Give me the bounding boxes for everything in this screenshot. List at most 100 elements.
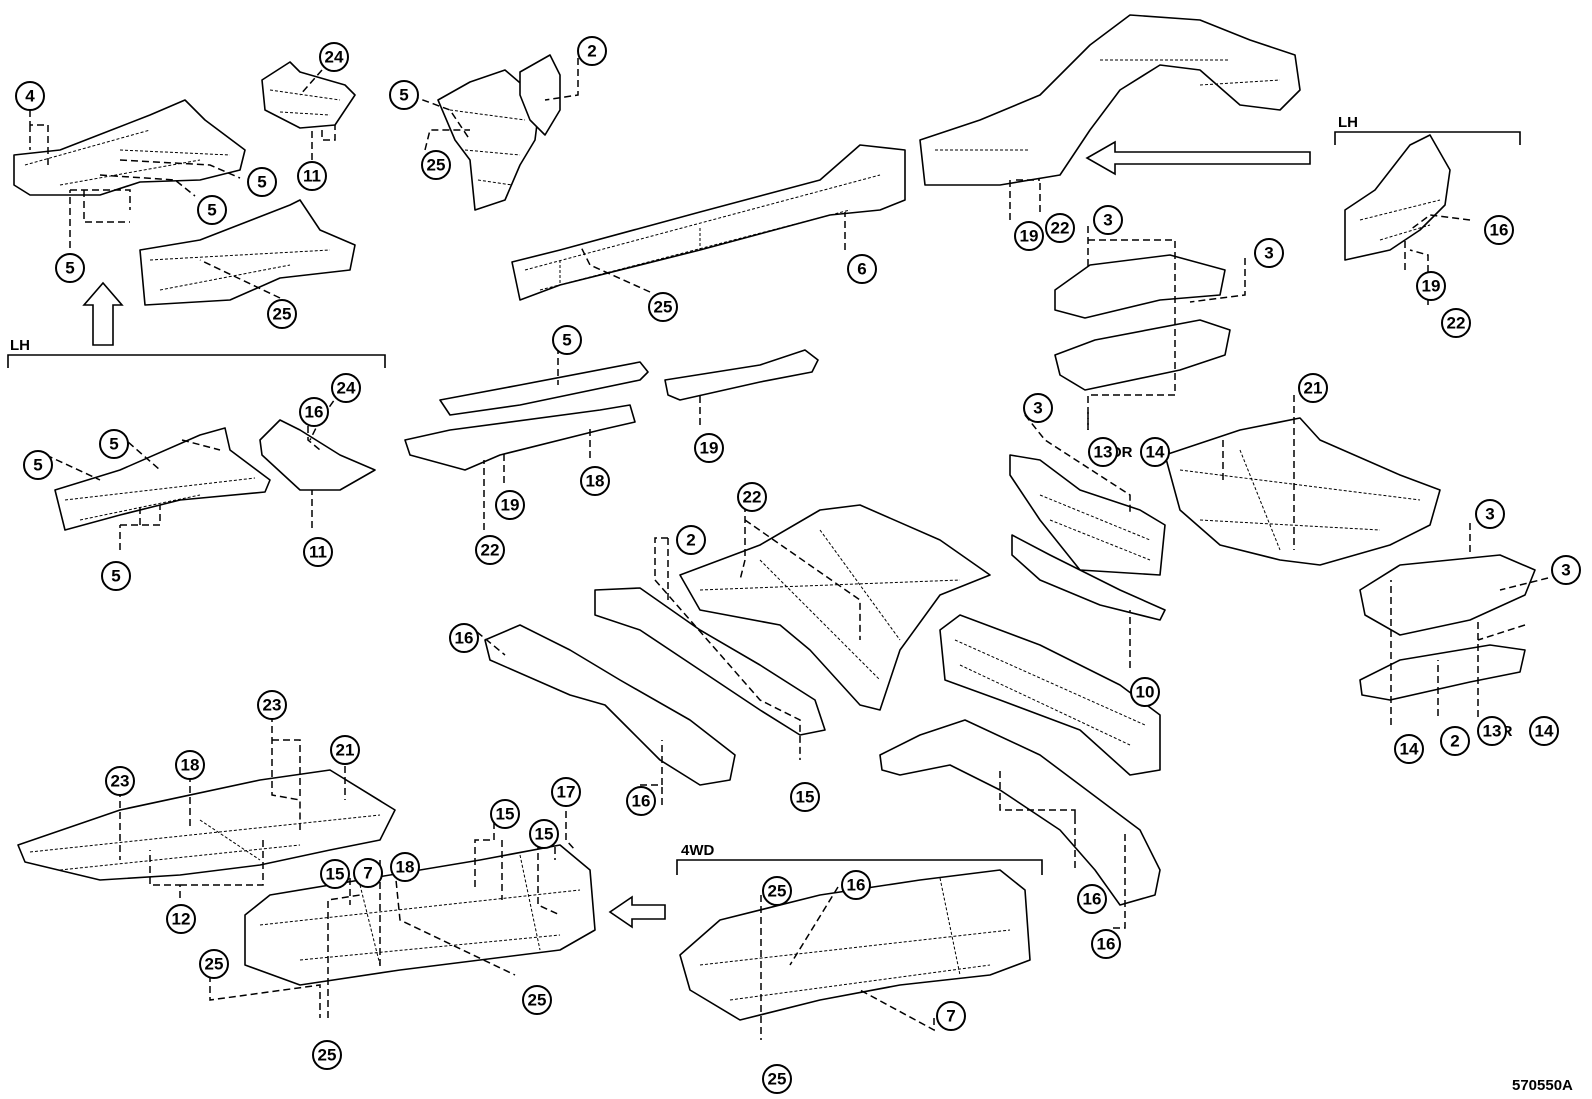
svg-text:16: 16 xyxy=(847,876,866,895)
callout[interactable]: 2 xyxy=(577,36,607,66)
arrow-up xyxy=(82,281,124,346)
callout[interactable]: 13 xyxy=(1088,437,1118,467)
callout[interactable]: 18 xyxy=(580,466,610,496)
svg-text:25: 25 xyxy=(427,156,446,175)
callout[interactable]: 17 xyxy=(551,777,581,807)
svg-text:14: 14 xyxy=(1535,722,1554,741)
svg-text:5: 5 xyxy=(257,173,266,192)
svg-text:25: 25 xyxy=(318,1046,337,1065)
callout[interactable]: 25 xyxy=(648,292,678,322)
callout[interactable]: 19 xyxy=(694,433,724,463)
callout[interactable]: 16 xyxy=(299,397,329,427)
callout[interactable]: 25 xyxy=(199,949,229,979)
callout[interactable]: 16 xyxy=(626,786,656,816)
callout[interactable]: 19 xyxy=(1014,221,1044,251)
svg-text:7: 7 xyxy=(363,864,372,883)
part-crossmember-3b xyxy=(1054,319,1231,391)
callout[interactable]: 4 xyxy=(15,81,45,111)
callout[interactable]: 18 xyxy=(390,852,420,882)
svg-text:22: 22 xyxy=(1051,219,1070,238)
callout[interactable]: 3 xyxy=(1023,393,1053,423)
part-floor-side-member-16 xyxy=(484,624,736,786)
arrow-left-top xyxy=(1085,140,1311,176)
callout[interactable]: 5 xyxy=(247,167,277,197)
svg-text:6: 6 xyxy=(857,260,866,279)
callout[interactable]: 23 xyxy=(257,690,287,720)
callout[interactable]: 25 xyxy=(312,1040,342,1070)
callout[interactable]: 24 xyxy=(319,42,349,72)
part-front-floor-rail-25a xyxy=(139,199,356,306)
callout[interactable]: 15 xyxy=(320,859,350,889)
svg-text:25: 25 xyxy=(205,955,224,974)
callout[interactable]: 21 xyxy=(330,735,360,765)
part-rocker-sill-6 xyxy=(511,144,906,301)
part-floor-side-member-15 xyxy=(594,587,826,736)
callout[interactable]: 5 xyxy=(552,325,582,355)
callout[interactable]: 3 xyxy=(1093,205,1123,235)
callout[interactable]: 16 xyxy=(449,623,479,653)
callout[interactable]: 5 xyxy=(55,253,85,283)
callout[interactable]: 23 xyxy=(105,766,135,796)
callout[interactable]: 25 xyxy=(762,1064,792,1094)
callout[interactable]: 14 xyxy=(1394,734,1424,764)
callout[interactable]: 3 xyxy=(1551,555,1581,585)
svg-text:15: 15 xyxy=(496,805,515,824)
callout[interactable]: 15 xyxy=(790,782,820,812)
callout[interactable]: 15 xyxy=(529,819,559,849)
callout[interactable]: 5 xyxy=(99,429,129,459)
callout[interactable]: 6 xyxy=(847,254,877,284)
svg-text:19: 19 xyxy=(1422,277,1441,296)
svg-text:19: 19 xyxy=(501,496,520,515)
svg-text:2: 2 xyxy=(587,42,596,61)
callout[interactable]: 25 xyxy=(762,876,792,906)
callout[interactable]: 10 xyxy=(1130,677,1160,707)
callout[interactable]: 22 xyxy=(1441,308,1471,338)
svg-text:22: 22 xyxy=(1447,314,1466,333)
part-bracket-24 xyxy=(261,61,356,129)
callout[interactable]: 2 xyxy=(676,525,706,555)
callout[interactable]: 25 xyxy=(421,150,451,180)
callout[interactable]: 7 xyxy=(353,858,383,888)
callout[interactable]: 15 xyxy=(490,799,520,829)
part-crossmember-3c xyxy=(1359,554,1536,636)
callout[interactable]: 11 xyxy=(303,537,333,567)
callout[interactable]: 5 xyxy=(197,195,227,225)
callout[interactable]: 5 xyxy=(23,450,53,480)
svg-text:18: 18 xyxy=(396,858,415,877)
svg-text:10: 10 xyxy=(1136,683,1155,702)
svg-text:5: 5 xyxy=(111,567,120,586)
svg-text:5: 5 xyxy=(207,201,216,220)
callout[interactable]: 18 xyxy=(175,750,205,780)
callout[interactable]: 16 xyxy=(1077,884,1107,914)
callout[interactable]: 25 xyxy=(522,985,552,1015)
callout[interactable]: 11 xyxy=(297,161,327,191)
part-pillar-25 xyxy=(437,69,541,211)
callout[interactable]: 16 xyxy=(1484,215,1514,245)
callout[interactable]: 19 xyxy=(1416,271,1446,301)
callout[interactable]: 14 xyxy=(1140,437,1170,467)
callout[interactable]: 22 xyxy=(737,482,767,512)
callout[interactable]: 2 xyxy=(1440,726,1470,756)
svg-text:25: 25 xyxy=(768,1070,787,1089)
callout[interactable]: 16 xyxy=(841,870,871,900)
callout[interactable]: 24 xyxy=(331,373,361,403)
callout[interactable]: 13 xyxy=(1477,716,1507,746)
callout[interactable]: 12 xyxy=(166,904,196,934)
callout[interactable]: 21 xyxy=(1298,373,1328,403)
callout[interactable]: 5 xyxy=(101,561,131,591)
callout[interactable]: 16 xyxy=(1091,929,1121,959)
callout[interactable]: 22 xyxy=(475,535,505,565)
svg-text:19: 19 xyxy=(700,439,719,458)
svg-text:21: 21 xyxy=(1304,379,1323,398)
callout[interactable]: 7 xyxy=(936,1001,966,1031)
callout[interactable]: 3 xyxy=(1475,499,1505,529)
callout[interactable]: 3 xyxy=(1254,238,1284,268)
arrows-brackets xyxy=(7,131,1521,929)
callout[interactable]: 5 xyxy=(389,80,419,110)
svg-text:16: 16 xyxy=(305,403,324,422)
callout[interactable]: 19 xyxy=(495,490,525,520)
callout[interactable]: 14 xyxy=(1529,716,1559,746)
callout[interactable]: 22 xyxy=(1045,213,1075,243)
bracket-4wd xyxy=(676,859,1043,875)
callout[interactable]: 25 xyxy=(267,299,297,329)
